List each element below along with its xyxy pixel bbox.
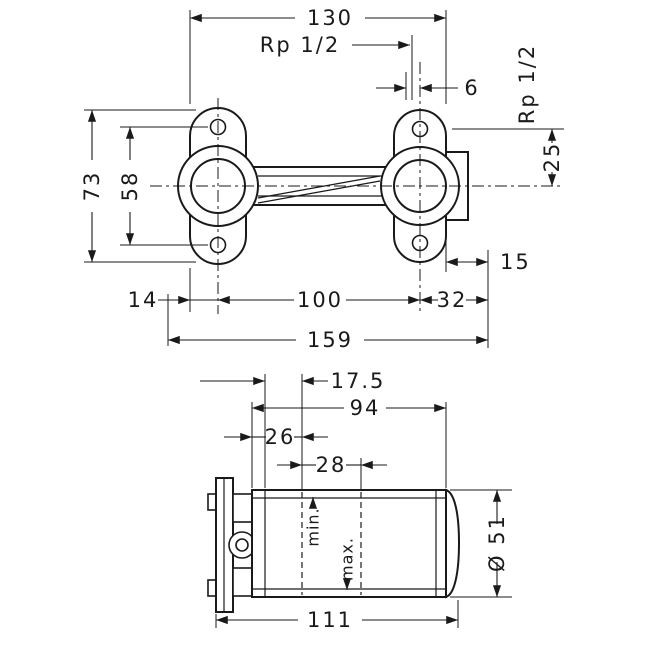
dim-label-17-5: 17.5 xyxy=(331,369,386,393)
side-view: min. max. 17.5 94 xyxy=(200,369,512,632)
dim-111: 111 xyxy=(216,608,458,632)
wall-plate xyxy=(207,477,256,613)
dim-58: 58 xyxy=(118,127,142,245)
dim-label-73: 73 xyxy=(80,171,104,202)
dim-row-14-100-32: 14 100 32 xyxy=(128,288,488,312)
dim-94: 94 xyxy=(251,396,446,420)
dim-73: 73 xyxy=(80,110,104,262)
bracket-arm-top xyxy=(232,493,253,523)
max-label: max. xyxy=(338,537,357,581)
dim-label-32: 32 xyxy=(437,288,468,312)
dim-15: 15 xyxy=(446,250,531,274)
thread-callout-left: Rp 1/2 xyxy=(260,33,410,57)
dim-label-58: 58 xyxy=(118,171,142,202)
dim-label-6: 6 xyxy=(464,76,479,100)
extension-lines-side xyxy=(215,374,512,628)
dim-159: 159 xyxy=(168,328,488,352)
wall-plate-tab-bottom xyxy=(207,579,217,597)
thread-label-left: Rp 1/2 xyxy=(260,33,340,57)
dim-label-130: 130 xyxy=(307,6,353,30)
dim-28: 28 xyxy=(277,453,387,477)
dim-label-14: 14 xyxy=(128,288,159,312)
valve-body-diagonal xyxy=(257,180,381,204)
plaster-depth-labels: min. max. xyxy=(304,497,357,590)
dim-26: 26 xyxy=(224,425,328,449)
dim-130: 130 xyxy=(190,6,446,30)
front-view: 130 Rp 1/2 6 Rp 1/2 73 58 xyxy=(80,6,564,352)
adjuster-boss-inner xyxy=(235,538,249,552)
wall-plate-tab-top xyxy=(207,493,217,511)
dim-label-28: 28 xyxy=(316,453,347,477)
dim-label-111: 111 xyxy=(307,608,353,632)
centerlines xyxy=(150,62,560,314)
dim-label-94: 94 xyxy=(350,396,381,420)
dim-label-26: 26 xyxy=(265,425,296,449)
min-label: min. xyxy=(304,507,323,546)
dim-label-159: 159 xyxy=(307,328,353,352)
thread-label-right: Rp 1/2 xyxy=(515,44,539,124)
housing-end-cap xyxy=(445,488,461,599)
dim-17-5: 17.5 xyxy=(200,369,386,393)
bracket-arm-bottom xyxy=(232,567,253,597)
valve-body-diagonal xyxy=(257,175,381,199)
dim-label-25: 25 xyxy=(540,142,564,173)
dim-25: 25 xyxy=(540,129,564,186)
extension-lines-front xyxy=(84,10,564,348)
dim-label-100: 100 xyxy=(297,288,343,312)
dim-label-15: 15 xyxy=(500,250,531,274)
dim-diameter-51: Ø 51 xyxy=(485,490,509,597)
dim-6: 6 xyxy=(376,76,479,100)
